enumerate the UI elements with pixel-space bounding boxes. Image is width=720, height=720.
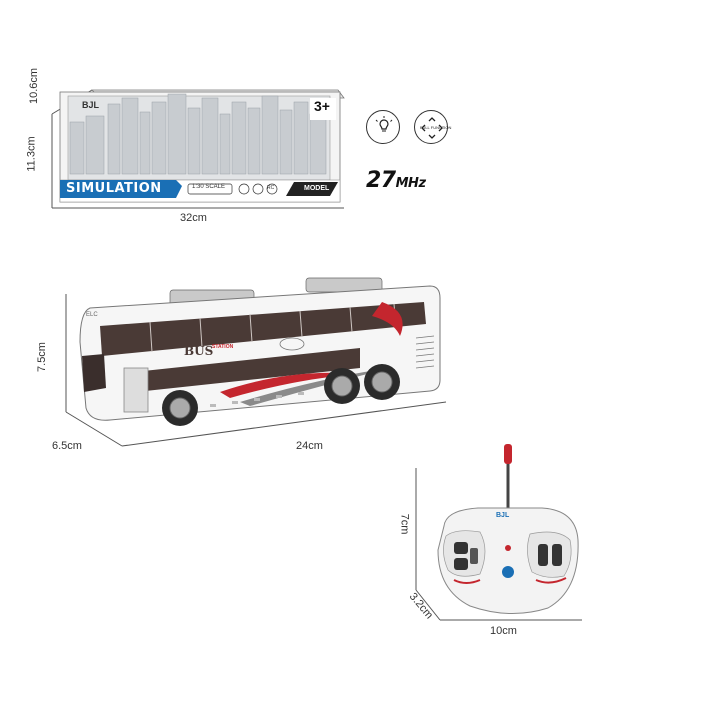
package-scale-badge: 1:30 SCALE — [192, 184, 226, 190]
package-model-badge: MODEL — [304, 185, 330, 192]
bus-length-dimension: 24cm — [296, 440, 323, 452]
light-bulb-icon — [366, 110, 400, 144]
frequency-value: 27 — [366, 168, 396, 193]
package-rc-badge: RC — [267, 185, 275, 191]
remote-width-dimension: 10cm — [490, 625, 517, 637]
bus-plate: ELC — [86, 312, 98, 318]
package-name: SIMULATION — [66, 181, 162, 196]
remote-control-drawing — [415, 444, 582, 621]
package-box-drawing — [51, 89, 345, 209]
bus-section: BUS STATION ELC — [60, 272, 450, 452]
bus-logo: BUS — [184, 344, 214, 358]
bus-depth-dimension: 6.5cm — [52, 440, 82, 452]
remote-control: BJL — [408, 440, 588, 630]
bus-logo-sub: STATION — [212, 344, 234, 350]
frequency-label: 27MHz — [366, 168, 426, 193]
remote-height-dimension: 7cm — [398, 513, 411, 535]
package-brand: BJL — [82, 100, 100, 110]
full-function-label: FULL FUNCTION — [420, 125, 452, 130]
package-box: BJL 3+ SIMULATION 1:30 SCALE RC MODEL — [48, 68, 348, 218]
package-depth-dimension: 10.6cm — [28, 67, 41, 105]
package-height-dimension: 11.3cm — [25, 136, 38, 172]
remote-brand: BJL — [496, 512, 510, 519]
package-age: 3+ — [314, 98, 330, 114]
full-function-icon: FULL FUNCTION — [414, 110, 452, 144]
bus-height-dimension: 7.5cm — [35, 342, 48, 372]
bus-drawing — [65, 277, 447, 447]
package-width-dimension: 32cm — [180, 212, 207, 224]
frequency-unit: MHz — [395, 176, 426, 191]
